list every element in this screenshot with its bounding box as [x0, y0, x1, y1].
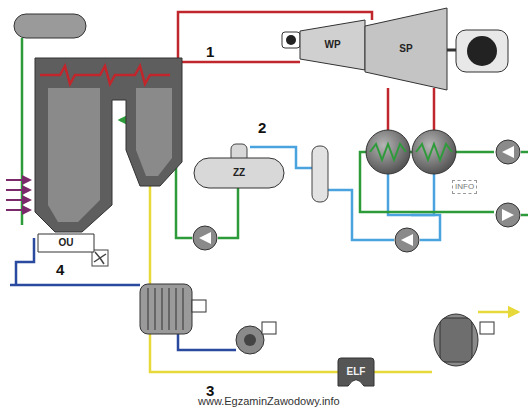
turbine-motor-part	[286, 35, 296, 45]
yellow-flue-pipe-part	[374, 371, 432, 374]
red-steam-pipe-part	[170, 12, 372, 75]
fan-part	[236, 326, 264, 354]
pump-part	[199, 232, 211, 244]
air-heater-part	[148, 288, 183, 330]
feedwater-pipe-part	[21, 38, 24, 225]
red-steam-pipe-part	[433, 88, 436, 130]
pump-part	[502, 209, 514, 221]
burner-arrows-part	[6, 199, 30, 201]
pump	[193, 140, 520, 252]
condenser	[366, 130, 456, 174]
coal-feeder-shape	[38, 234, 94, 252]
air-heater-rib	[176, 288, 177, 330]
node-label: SP	[365, 8, 447, 90]
coal-feeder: OU	[38, 234, 94, 252]
lp-turbine-shape	[365, 8, 447, 90]
pump-part	[496, 203, 520, 227]
electrostatic-filter: ELF	[338, 358, 374, 386]
lp-turbine: SP	[365, 8, 447, 90]
pump-part	[193, 226, 217, 250]
callout-number: 4	[56, 262, 64, 277]
condensate-pipe-part	[388, 174, 434, 215]
air-pipe-part	[10, 284, 140, 287]
air-heater-rib	[148, 288, 149, 330]
generator	[446, 30, 508, 72]
yellow-flue-pipe-part	[478, 311, 518, 314]
burner-arrows-part	[6, 209, 30, 211]
node-label: WP	[300, 20, 365, 70]
air-heater-part	[140, 284, 192, 334]
feedwater-tank: ZZ	[194, 158, 284, 188]
callout-number: 2	[258, 120, 266, 135]
yellow-flue-pipe-part	[150, 185, 338, 372]
air-pipe	[10, 238, 236, 350]
air-heater-rib	[162, 288, 163, 330]
feedwater-pipe	[22, 38, 528, 238]
node-label-text: OU	[59, 238, 74, 248]
air-heater-rib	[183, 288, 184, 330]
pump-part	[496, 140, 520, 164]
node-label: ELF	[338, 358, 374, 386]
air-heater-rib	[155, 288, 156, 330]
red-steam-pipe-part	[387, 88, 390, 130]
feedwater-pipe-part	[521, 214, 528, 217]
boiler-part	[136, 88, 172, 176]
generator-part	[467, 36, 497, 66]
node-label-text: SP	[399, 44, 412, 54]
node-label-text: ZZ	[233, 168, 245, 178]
pump-part	[502, 146, 514, 158]
node-label: OU	[38, 234, 94, 252]
watermark-text: www.EgzaminZawodowy.info	[198, 396, 340, 407]
watermark-stamp: INFO	[452, 180, 477, 194]
fan-part	[434, 314, 478, 366]
red-steam-pipe-part	[178, 61, 300, 64]
burner-arrows-part	[6, 189, 30, 191]
hp-turbine: WP	[300, 20, 365, 70]
conveyor-part	[94, 252, 106, 264]
air-pipe-part	[16, 238, 34, 285]
generator-part	[456, 30, 508, 72]
condenser-part	[412, 130, 456, 174]
pump-part	[401, 234, 413, 246]
feedwater-pipe-part	[521, 151, 528, 154]
condenser-part	[370, 144, 406, 160]
node-label-text: WP	[324, 40, 340, 50]
fan-part	[244, 334, 256, 346]
fan-part	[440, 318, 472, 362]
fan-part	[262, 322, 276, 334]
node-label-text: ELF	[347, 367, 366, 377]
burner-arrows	[6, 180, 30, 210]
feedwater-pipe-part	[218, 188, 238, 238]
boiler-part	[35, 58, 182, 232]
air-heater-part	[192, 300, 206, 312]
burner-arrows-part	[6, 179, 30, 181]
boiler-part	[48, 88, 100, 222]
node-label: ZZ	[194, 158, 284, 188]
deaerator-column	[312, 146, 328, 202]
pump-part	[395, 228, 419, 252]
boiler-part	[40, 66, 170, 84]
turbine-motor	[282, 32, 300, 48]
callout-number: 1	[206, 44, 214, 59]
turbine-motor-part	[282, 32, 300, 48]
air-heater-rib	[169, 288, 170, 330]
deaerator-column-part	[312, 146, 328, 202]
condenser-part	[416, 144, 452, 160]
feedwater-tank-shape	[194, 158, 284, 188]
boiler	[35, 58, 182, 232]
hp-turbine-shape	[300, 20, 365, 70]
steam-drum	[14, 14, 86, 38]
steam-drum-part	[14, 14, 86, 38]
air-pipe-part	[178, 334, 236, 350]
fan-part	[480, 322, 494, 334]
condenser-part	[366, 130, 410, 174]
air-heater	[140, 284, 206, 334]
electrostatic-filter-shape	[338, 358, 374, 386]
